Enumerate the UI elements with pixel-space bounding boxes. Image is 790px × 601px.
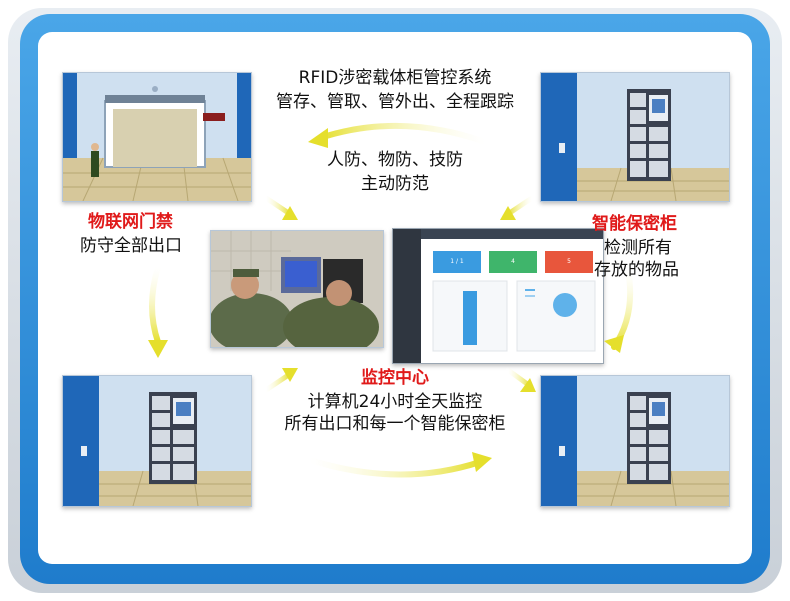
top-title: RFID涉密载体柜管控系统 — [298, 68, 492, 88]
arrow-diag-top-right — [500, 195, 535, 220]
right-label-desc1: 检测所有 — [604, 238, 672, 258]
middle-line2: 主动防范 — [361, 174, 429, 194]
cabinet-room-panel-top — [540, 72, 730, 202]
arrow-diag-top-left — [263, 195, 298, 220]
bottom-title: 监控中心 — [361, 368, 429, 388]
dashboard-sidebar — [393, 229, 421, 363]
arrow-left-curve — [148, 264, 168, 358]
bottom-line2: 所有出口和每一个智能保密柜 — [284, 414, 506, 434]
stat-card-green: 4 — [489, 251, 537, 273]
cabinet-room-panel-bottom-right — [540, 375, 730, 507]
dashboard-pie — [553, 293, 577, 317]
dashboard-charts — [432, 280, 596, 352]
cabinet-image-bottom-right — [541, 376, 729, 506]
access-gate-image — [63, 73, 251, 201]
monitoring-room-image — [211, 231, 383, 347]
monitoring-room-photo — [210, 230, 384, 348]
middle-line1: 人防、物防、技防 — [327, 150, 463, 170]
stat-card-red: 5 — [545, 251, 593, 273]
cabinet-image-top — [541, 73, 729, 201]
right-label-title: 智能保密柜 — [592, 214, 677, 234]
right-label-desc2: 存放的物品 — [594, 260, 679, 280]
cabinet-image-bottom-left — [63, 376, 251, 506]
access-gate-panel — [62, 72, 252, 202]
dashboard-bar — [463, 291, 477, 345]
stat-card-blue: 1 / 1 — [433, 251, 481, 273]
arrow-top-curve — [308, 123, 488, 148]
top-subtitle: 管存、管取、管外出、全程跟踪 — [276, 92, 514, 112]
arrow-diag-bottom-left — [263, 368, 298, 393]
arrow-bottom-curve — [307, 452, 492, 478]
left-label-title: 物联网门禁 — [88, 212, 173, 232]
arrow-right-curve — [604, 267, 634, 353]
dashboard-topbar — [421, 229, 603, 239]
arrow-diag-bottom-right — [505, 367, 536, 392]
left-label-desc: 防守全部出口 — [80, 236, 182, 256]
dashboard-screen: 1 / 1 4 5 — [392, 228, 604, 364]
bottom-line1: 计算机24小时全天监控 — [307, 392, 483, 412]
cabinet-room-panel-bottom-left — [62, 375, 252, 507]
